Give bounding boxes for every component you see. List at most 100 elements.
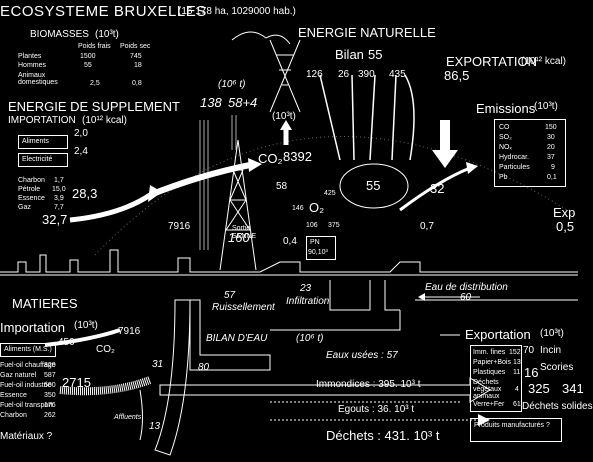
aliments-label: Aliments — [22, 138, 49, 145]
co2-label: CO₂ — [258, 151, 283, 166]
value-13: 13 — [149, 421, 161, 432]
bilan-value: 55 — [368, 47, 383, 62]
solar-value: 126 — [306, 69, 323, 80]
value-60: 60 — [460, 292, 472, 303]
solar-value: 435 — [389, 69, 406, 80]
fuel-total: 28,3 — [72, 186, 98, 201]
value-341: 341 — [562, 381, 584, 396]
value-57: 57 — [224, 290, 236, 301]
exp-row-value: 4 — [515, 386, 519, 393]
page-title: ECOSYSTEME BRUXELLES — [0, 3, 207, 20]
radio-tower-icon — [269, 39, 301, 113]
fuel-label: Pétrole — [18, 186, 41, 193]
pn-label: PN — [310, 239, 320, 246]
emission-label: CO — [499, 124, 510, 131]
emission-value: 0,1 — [547, 174, 557, 181]
value-160: 160 — [228, 230, 250, 245]
bilan-label: Bilan — [335, 47, 364, 62]
scories-label: Scories — [540, 362, 574, 373]
exp-row-label: Plastiques — [473, 369, 506, 376]
exp-row-value: 152 — [509, 349, 521, 356]
dechets-label: Déchets : 431. 10³ t — [326, 428, 440, 443]
value-23: 23 — [300, 283, 312, 294]
matieres-row-value: 500 — [44, 382, 56, 389]
energie-naturelle-heading: ENERGIE NATURELLE — [298, 25, 436, 40]
produits-label: Produits manufacturés ? — [474, 422, 550, 429]
water-pipes — [270, 280, 578, 331]
value-7916: 7916 — [168, 221, 191, 232]
matieres-co2: CO₂ — [96, 344, 115, 355]
value-58: 58 — [276, 181, 288, 192]
energie-supplement-heading: ENERGIE DE SUPPLEMENT — [8, 99, 180, 114]
fuel-label: Charbon — [18, 177, 45, 184]
biomasses-col2: Poids sec — [120, 43, 151, 50]
exp-row-value: 11 — [513, 369, 521, 376]
biomasses-row-frais: 2,5 — [90, 80, 100, 87]
matieres-importation: Importation — [0, 320, 66, 335]
emission-value: 150 — [545, 124, 557, 131]
smoke-columns — [199, 115, 237, 250]
arrow-exportation — [399, 166, 471, 212]
emissions-table-box: CO 150 SO₂ 30 NOₓ 20 Hydrocar. 37 Partic… — [494, 119, 566, 187]
solar-value: 390 — [358, 69, 375, 80]
affluents-label: Affluents — [114, 414, 142, 421]
fuel-value: 7,7 — [54, 204, 64, 211]
value-450: 450 — [58, 337, 75, 348]
exp-row-value: 13 — [513, 359, 521, 366]
matieres-row-value: 350 — [44, 392, 56, 399]
importation-label: IMPORTATION — [8, 115, 76, 126]
exportation-unit: (10¹² kcal) — [521, 56, 567, 67]
matieres-row-value: 262 — [44, 412, 56, 419]
unit-106t: (10⁶ t) — [218, 79, 246, 90]
biomasses-row-label: Hommes — [18, 62, 47, 69]
immondices-label: Immondices : 395. 10³ t — [316, 379, 421, 390]
value-58-4: 58+4 — [228, 95, 258, 110]
electricite-label: Electricité — [22, 156, 53, 163]
city-skyline — [0, 249, 578, 273]
exp-row-value: 61 — [513, 401, 521, 408]
emissions-unit: (10³t) — [534, 101, 558, 112]
value-80: 80 — [198, 362, 210, 373]
value-32: 32 — [430, 181, 445, 196]
exp-matieres-table-box: Imm. fines 152 Papier+Bois 13 Plastiques… — [470, 345, 522, 412]
emission-value: 30 — [547, 134, 555, 141]
incin-value: 70 — [523, 345, 535, 356]
arrow-32-7 — [69, 192, 152, 223]
o2-label: O₂ — [309, 200, 325, 215]
biomasses-unit: (10³t) — [95, 29, 119, 40]
exp-value: 0,5 — [556, 219, 575, 234]
incin-label: Incin — [540, 345, 562, 356]
sortie-label: Sortie — [232, 225, 251, 232]
arrow-to-8392 — [148, 162, 251, 198]
pn-value: 90,10³ — [308, 249, 328, 256]
fuel-value: 3,9 — [54, 195, 64, 202]
energie-total: 32,7 — [42, 212, 68, 227]
value-16: 16 — [524, 365, 539, 380]
matieres-row-label: Fuel-oil industrie — [0, 382, 52, 389]
fuel-value: 1,7 — [54, 177, 64, 184]
exportation-heading: EXPORTATION — [446, 54, 538, 69]
biomasses-row-sec: 18 — [134, 62, 142, 69]
emission-label: SO₂ — [499, 134, 512, 141]
matieres-7916: 7916 — [118, 326, 141, 337]
energie-unit: (10¹² kcal) — [82, 115, 128, 126]
cloud-55 — [339, 163, 409, 209]
senne-label: SENNE — [232, 233, 257, 240]
value-2715: 2715 — [62, 375, 91, 390]
unit-103t: (10³t) — [272, 111, 296, 122]
exp-matieres-unit: (10³t) — [540, 328, 564, 339]
matieres-row-label: Charbon — [0, 412, 27, 419]
matieres-row-label: Fuel-oil transport — [0, 402, 53, 409]
emission-value: 20 — [547, 144, 555, 151]
biomasses-row-sec: 745 — [130, 53, 142, 60]
eaux-usees-label: Eaux usées : 57 — [326, 350, 398, 361]
matieres-row-label: Gaz naturel — [0, 372, 37, 379]
infiltration-label: Infiltration — [286, 296, 330, 307]
exp-row-label: Imm. fines — [473, 349, 506, 356]
aliments-value: 2,0 — [74, 128, 88, 139]
emission-cloud — [231, 31, 291, 45]
value-425: 425 — [324, 190, 336, 197]
emission-label: Particules — [499, 164, 530, 171]
arrow-matieres-co2 — [44, 328, 121, 347]
solar-value: 26 — [338, 69, 350, 80]
